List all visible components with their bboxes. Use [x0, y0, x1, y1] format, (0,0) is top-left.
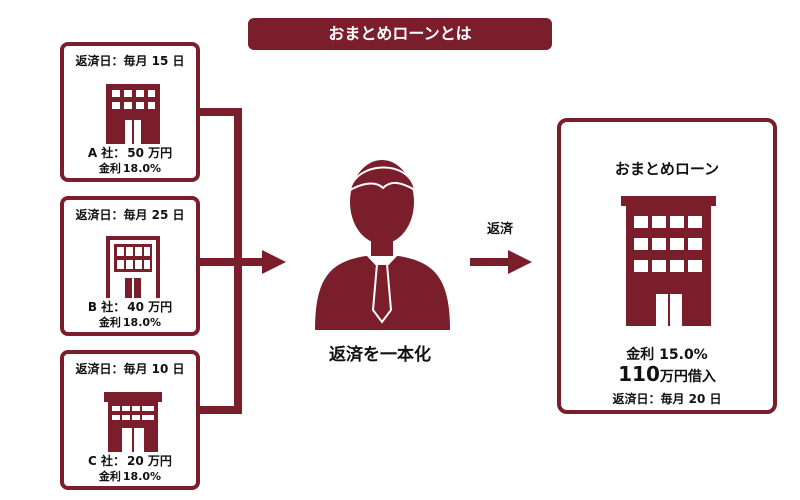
company-c-amount: C 社：20 万円 [88, 454, 172, 468]
loan-due: 返済日：毎月 20 日 [612, 392, 722, 406]
office-building-grid-icon [106, 84, 160, 144]
page-title: おまとめローンとは [248, 18, 552, 50]
company-c-due: 返済日：毎月 10 日 [75, 362, 185, 376]
company-b-due: 返済日：毎月 25 日 [75, 208, 185, 222]
repay-arrow-shaft [470, 258, 510, 266]
businessman-icon [315, 160, 450, 330]
loan-rate: 金利 15.0% [626, 347, 708, 363]
consolidated-loan-card: おまとめローン 金利 15.0% 110万円借入 返済日：毎月 20 日 [557, 118, 777, 414]
office-building-framed-icon [106, 236, 160, 298]
arrow-head-to-person [262, 250, 286, 274]
repay-arrow-label: 返済 [486, 222, 513, 237]
loan-name: おまとめローン [614, 160, 720, 178]
company-a-due: 返済日：毎月 15 日 [75, 54, 185, 68]
consolidate-label: 返済を一本化 [329, 345, 431, 365]
company-a-amount: A 社：50 万円 [87, 146, 173, 160]
repay-arrow-head [508, 250, 532, 274]
department-store-icon [104, 392, 162, 452]
company-b-amount: B 社：40 万円 [87, 300, 173, 314]
loan-amount: 110万円借入 [618, 362, 716, 386]
tall-office-building-icon [621, 196, 716, 326]
